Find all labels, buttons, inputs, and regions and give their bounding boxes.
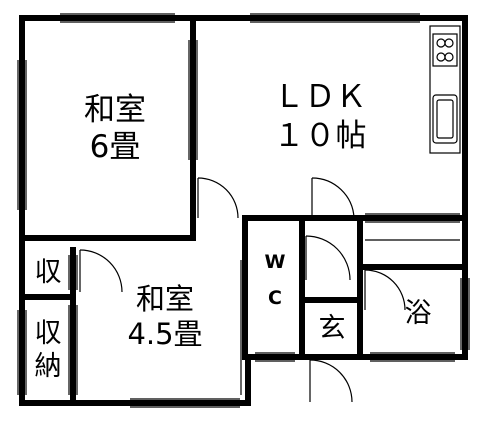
windows-and-fixtures [17,13,470,408]
room-washitsu-45-label: 和室 4.5畳 [100,285,230,349]
storage-closet-line1: 収 [34,318,62,349]
room-washitsu-6-name: 和室 [84,92,146,128]
room-washitsu-6-label: 和室 6畳 [60,95,170,163]
wc-line2: C [268,287,282,309]
exterior-walls [19,15,468,406]
storage-small-label: 収 [34,257,62,288]
room-washitsu-6-size: 6畳 [89,129,141,165]
room-ldk-name: ＬＤＫ [273,79,367,115]
wc-line1: W [264,251,286,273]
door-swings [79,177,406,403]
room-ldk-label: ＬＤＫ １０帖 [245,82,395,152]
kitchen-counter [429,25,461,154]
interior-walls [19,15,468,406]
storage-closet-label: 収 納 [28,320,68,380]
genkan-label: 玄 [318,313,346,344]
room-washitsu-45-size: 4.5畳 [127,317,203,351]
room-washitsu-45-name: 和室 [135,282,194,316]
yoku-label: 浴 [404,298,432,329]
room-ldk-size: １０帖 [273,118,367,154]
wc-label: W C [255,253,295,308]
storage-closet-line2: 納 [34,351,62,382]
